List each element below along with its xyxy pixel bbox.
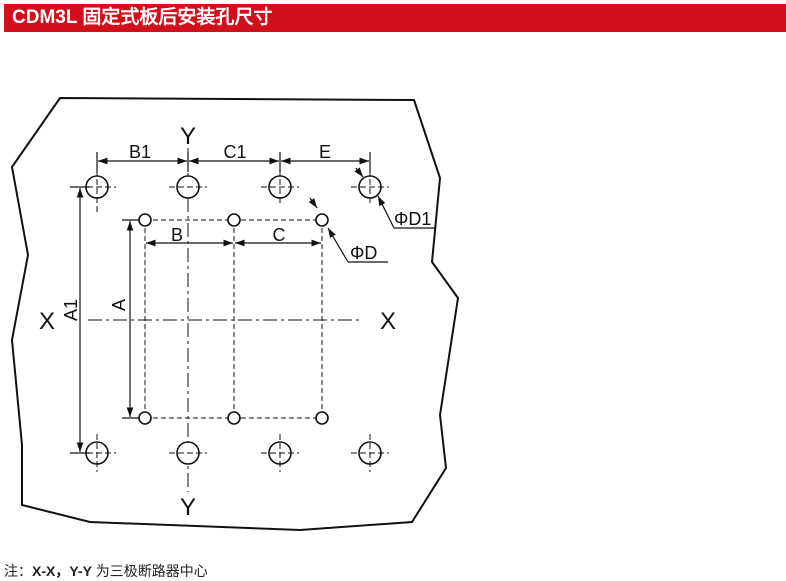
dim-label-a: A — [109, 299, 129, 311]
hole-crosshairs — [78, 170, 389, 472]
dim-label-c1: C1 — [223, 142, 246, 162]
footnote-prefix: 注： — [4, 563, 32, 579]
footnote-axes: X-X，Y-Y — [32, 563, 92, 579]
footnote-text: 为三极断路器中心 — [91, 563, 208, 579]
dimension-lines — [70, 152, 436, 454]
axis-label-x-right: X — [380, 308, 396, 335]
dim-label-a1: A1 — [61, 299, 81, 321]
small-holes — [138, 213, 329, 425]
dim-label-b: B — [171, 225, 183, 245]
dim-label-d1: ΦD1 — [394, 209, 431, 229]
dim-label-b1: B1 — [129, 142, 151, 162]
center-lines — [88, 148, 360, 492]
page-title: CDM3L 固定式板后安装孔尺寸 — [4, 4, 786, 32]
axis-label-x-left: X — [39, 308, 55, 335]
dim-label-d: ΦD — [350, 243, 377, 263]
axis-label-y-top: Y — [180, 123, 196, 150]
axis-label-y-bottom: Y — [180, 494, 196, 521]
footnote: 注：X-X，Y-Y 为三极断路器中心 — [4, 561, 208, 581]
mounting-plate-outline — [10, 96, 460, 532]
dim-label-e: E — [319, 142, 331, 162]
dim-label-c: C — [273, 225, 286, 245]
